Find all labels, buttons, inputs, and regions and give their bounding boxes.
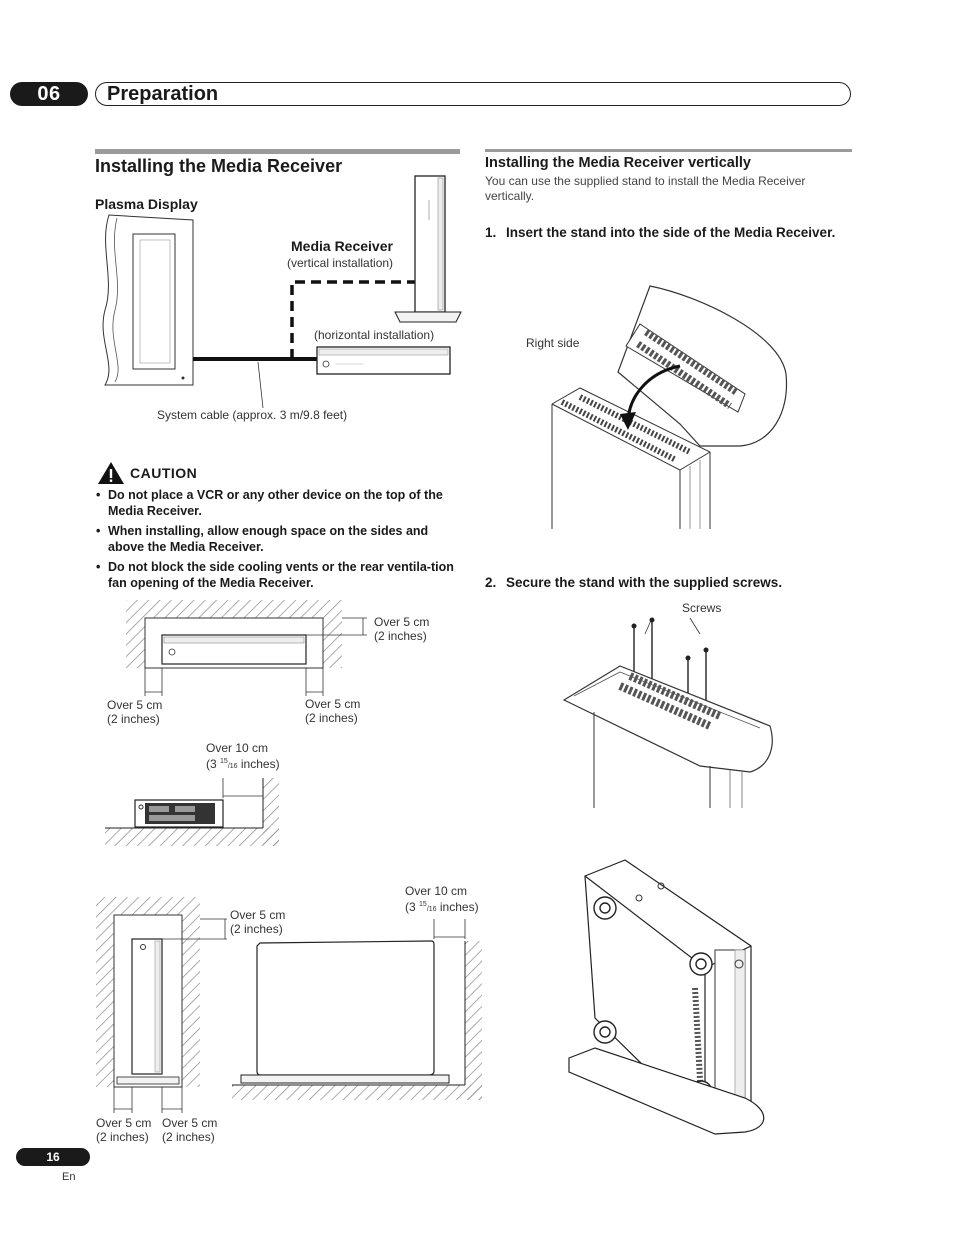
clearance-value-inches: (2 inches) xyxy=(305,711,358,725)
clearance-value-prefix: (3 xyxy=(405,900,420,914)
clearance-value: Over 5 cm xyxy=(230,908,286,922)
clearance-value-inches: (2 inches) xyxy=(230,922,283,936)
step-1-text: Insert the stand into the side of the Me… xyxy=(506,225,836,240)
clearance-top-label: Over 5 cm(2 inches) xyxy=(374,615,429,643)
clearance-value: Over 10 cm xyxy=(405,884,468,898)
clearance-side-label: Over 10 cm (3 15/16 inches) xyxy=(405,884,479,917)
clearance-value-inches: (2 inches) xyxy=(96,1130,149,1144)
chapter-title: Preparation xyxy=(107,83,219,105)
step-1-number: 1. xyxy=(485,225,497,240)
clearance-diagram-rear xyxy=(105,778,279,846)
caution-item-vents: Do not block the side cooling vents or t… xyxy=(96,560,464,591)
clearance-value-prefix: (3 xyxy=(206,757,221,771)
clearance-diagram-vertical xyxy=(96,897,482,1113)
clearance-value-inches: (2 inches) xyxy=(162,1130,215,1144)
language-code: En xyxy=(62,1171,76,1183)
fraction-numerator: 15 xyxy=(220,758,228,765)
caution-title: CAUTION xyxy=(130,465,198,481)
horizontal-receiver-drawing xyxy=(316,346,451,375)
clearance-value: Over 5 cm xyxy=(96,1116,152,1130)
clearance-value: Over 5 cm xyxy=(162,1116,218,1130)
clearance-vertical-top-label: Over 5 cm(2 inches) xyxy=(230,908,285,936)
caution-item-text: Do not block the side cooling vents or t… xyxy=(108,560,454,590)
clearance-vertical-right-label: Over 5 cm(2 inches) xyxy=(162,1116,217,1144)
clearance-value-inches: (2 inches) xyxy=(374,629,427,643)
plasma-display-label: Plasma Display xyxy=(95,196,198,212)
secure-screws-illustration xyxy=(562,617,773,808)
insert-stand-illustration xyxy=(551,285,788,529)
media-receiver-label: Media Receiver xyxy=(291,238,393,254)
clearance-value: Over 5 cm xyxy=(374,615,430,629)
section-title-right: Installing the Media Receiver vertically xyxy=(485,155,751,171)
plasma-display-outline xyxy=(102,214,194,386)
clearance-value-suffix: inches) xyxy=(436,900,479,914)
vertical-installation-note: (vertical installation) xyxy=(287,256,394,270)
clearance-vertical-left-label: Over 5 cm(2 inches) xyxy=(96,1116,151,1144)
connection-diagram xyxy=(102,175,462,409)
section-rule-right xyxy=(485,149,852,152)
caution-item-text: Do not place a xyxy=(108,488,197,502)
clearance-value: Over 10 cm xyxy=(206,741,269,755)
vertical-receiver-drawing xyxy=(394,175,462,323)
clearance-diagram-horizontal xyxy=(126,600,367,696)
intro-text: You can use the supplied stand to instal… xyxy=(485,174,806,203)
page-number-badge: 16 xyxy=(16,1148,90,1166)
page-number: 16 xyxy=(46,1150,60,1164)
chapter-header-bar xyxy=(95,82,851,106)
chapter-number: 06 xyxy=(37,82,61,105)
step-2-text: Secure the stand with the supplied screw… xyxy=(506,575,783,590)
installed-receiver-illustration xyxy=(568,859,765,1135)
system-cable-label: System cable (approx. 3 m/9.8 feet) xyxy=(157,408,348,422)
clearance-rear-label: Over 10 cm (3 15/16 inches) xyxy=(206,741,280,774)
caution-list: Do not place a VCR or any other device o… xyxy=(96,488,464,596)
caution-item-space: When installing, allow enough space on t… xyxy=(96,524,464,555)
caution-item-text: When installing, allow enough space on t… xyxy=(108,524,429,554)
clearance-value: Over 5 cm xyxy=(305,697,361,711)
caution-item-text: or any other device on the top of the Me… xyxy=(108,488,443,518)
clearance-right-label: Over 5 cm(2 inches) xyxy=(305,697,360,725)
caution-warning-icon xyxy=(98,462,124,484)
section-title-left: Installing the Media Receiver xyxy=(95,156,343,176)
clearance-value-inches: (2 inches) xyxy=(107,712,160,726)
chapter-number-badge: 06 xyxy=(10,82,88,106)
fraction-denominator: /16 xyxy=(227,763,238,770)
caution-item-vcr: Do not place a VCR or any other device o… xyxy=(96,488,464,519)
section-rule-left xyxy=(95,149,460,154)
screws-label: Screws xyxy=(682,601,722,615)
clearance-value: Over 5 cm xyxy=(107,698,163,712)
clearance-value-suffix: inches) xyxy=(237,757,280,771)
fraction-numerator: 15 xyxy=(419,901,427,908)
step-2-number: 2. xyxy=(485,575,497,590)
right-side-label: Right side xyxy=(526,336,580,350)
horizontal-installation-note: (horizontal installation) xyxy=(314,328,435,342)
fraction-denominator: /16 xyxy=(426,906,437,913)
clearance-left-label: Over 5 cm(2 inches) xyxy=(107,698,162,726)
caution-item-emphasis: VCR xyxy=(196,488,224,502)
